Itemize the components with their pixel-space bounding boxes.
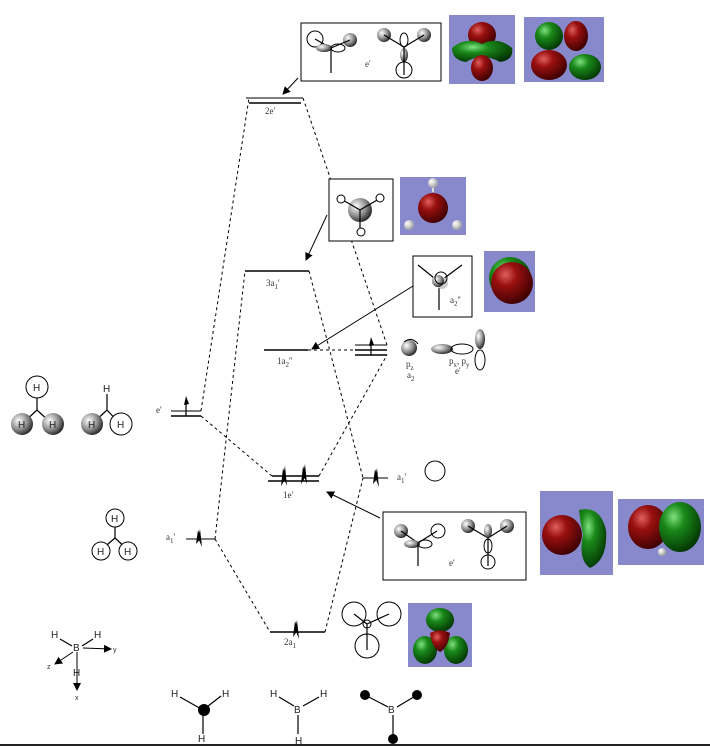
svg-text:B: B — [73, 643, 80, 654]
electron-pair-b-s — [373, 468, 379, 487]
svg-text:H: H — [18, 420, 25, 431]
level-1e-prime: 1e' — [268, 464, 319, 500]
coordinate-axes: H H B y z H x — [47, 630, 117, 702]
orbital-sketch-e-1 — [306, 30, 357, 73]
svg-text:B: B — [294, 705, 301, 716]
top-e-prime-box: e' — [300, 22, 442, 82]
electron-pair-1 — [281, 466, 287, 486]
level-1a2-label: 1a2'' — [277, 356, 293, 369]
level-h3-e-prime: e' — [156, 396, 201, 417]
svg-text:B: B — [388, 705, 395, 716]
a1-prime-box — [328, 178, 394, 242]
svg-text:H: H — [51, 630, 58, 641]
svg-text:a2: a2 — [407, 370, 415, 383]
level-2e-label: 2e' — [265, 106, 275, 116]
svg-text:px, py: px, py — [449, 356, 470, 369]
b-s-label: a1' — [397, 472, 407, 485]
top-box-label: e' — [365, 59, 371, 69]
isosurface-2e-1 — [449, 15, 515, 84]
svg-text:H: H — [33, 383, 40, 394]
h3-e-orbital-sketch-1: H H H — [11, 375, 64, 435]
a2-doubleprime-box: a2'' — [412, 255, 473, 318]
level-b-2p — [355, 337, 387, 356]
level-1a2-doubleprime: 1a2'' — [264, 349, 308, 369]
svg-text:H: H — [198, 734, 205, 745]
svg-text:e': e' — [449, 558, 455, 568]
svg-text:H: H — [222, 689, 229, 700]
svg-text:H: H — [111, 514, 118, 525]
svg-text:H: H — [88, 420, 95, 431]
svg-text:y: y — [113, 647, 117, 654]
electron-pair-h3-a1 — [196, 529, 202, 547]
level-3a1-label: 3a1' — [266, 278, 280, 291]
svg-text:H: H — [117, 420, 124, 431]
svg-text:H: H — [320, 689, 327, 700]
level-2e-prime: 2e' — [246, 97, 303, 116]
level-2a1-prime: 2a1 — [270, 620, 325, 650]
svg-text:e': e' — [455, 366, 461, 376]
orbital-sketch-e-2 — [377, 28, 431, 79]
svg-text:H: H — [270, 689, 277, 700]
svg-text:pz: pz — [406, 359, 414, 372]
level-h3-a1-prime: a1' — [166, 529, 215, 547]
bottom-e-prime-box: e' — [382, 511, 527, 581]
fragment-bh3: H H B H — [270, 689, 327, 747]
svg-text:H: H — [103, 384, 110, 395]
svg-text:H: H — [171, 689, 178, 700]
b-p-orbitals: pz a2 px, py e' — [401, 329, 486, 383]
h3-a1-label: a1' — [166, 532, 176, 545]
level-1e-label: 1e' — [283, 490, 293, 500]
svg-text:H: H — [295, 736, 302, 747]
h3-a1-orbital-sketch: H H H — [91, 508, 138, 561]
h3-e-orbital-sketch-2: H H H — [81, 384, 133, 436]
fragment-h3: H H H — [171, 689, 229, 745]
isosurface-2e-2 — [524, 17, 604, 82]
isosurface-1e-2 — [618, 499, 704, 565]
orbital-sketch-2a1 — [341, 601, 402, 659]
svg-text:z: z — [47, 664, 51, 671]
h3-e-label: e' — [156, 405, 162, 415]
level-3a1-prime: 3a1' — [245, 270, 309, 291]
isosurface-3a1 — [400, 177, 466, 235]
pointer-arrows — [282, 77, 414, 519]
isosurface-1a2 — [484, 251, 535, 312]
svg-text:a2'': a2'' — [450, 295, 461, 308]
isosurface-1e-1 — [540, 491, 613, 575]
svg-text:H: H — [97, 547, 104, 558]
svg-text:H: H — [49, 420, 56, 431]
correlation-lines — [200, 97, 388, 633]
fragment-b: B — [360, 690, 422, 744]
electron-pair-2 — [301, 464, 307, 484]
level-b-2s: a1' — [363, 460, 446, 487]
electron-pair-2a1 — [293, 620, 299, 639]
isosurface-2a1 — [408, 603, 472, 667]
s-orbital-sketch — [424, 460, 446, 482]
svg-text:H: H — [124, 547, 131, 558]
level-2a1-label: 2a1 — [284, 637, 297, 650]
svg-text:x: x — [75, 695, 79, 702]
svg-text:H: H — [94, 630, 101, 641]
